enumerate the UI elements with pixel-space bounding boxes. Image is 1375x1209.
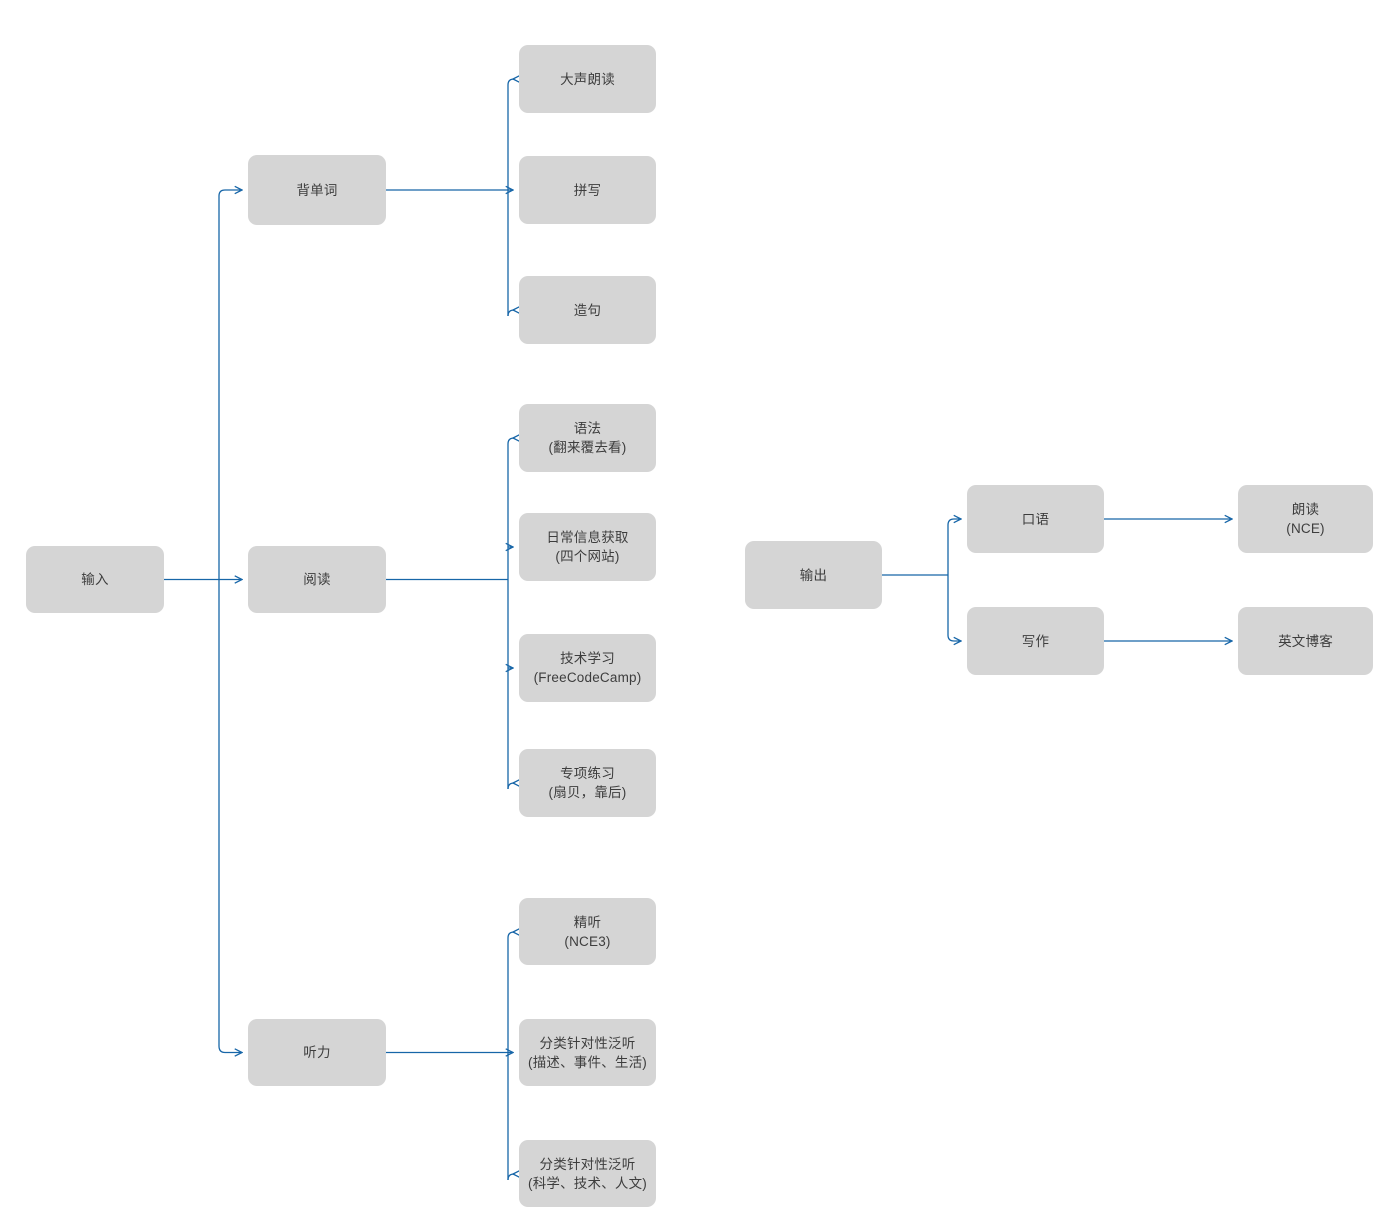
edge-input-vocab <box>218 190 242 197</box>
node-vocab-label: 背单词 <box>296 182 338 198</box>
node-sentence[interactable]: 造句 <box>519 276 656 344</box>
node-speaking[interactable]: 口语 <box>967 485 1104 553</box>
node-extensive-listening-b-label: 分类针对性泛听 (科学、技术、人文) <box>528 1156 647 1191</box>
node-reading[interactable]: 阅读 <box>248 546 386 613</box>
node-eng-blog[interactable]: 英文博客 <box>1238 607 1373 675</box>
node-output-label: 输出 <box>799 567 828 583</box>
node-read-aloud-label: 大声朗读 <box>560 71 615 87</box>
node-input-label: 输入 <box>81 572 109 587</box>
node-daily-info[interactable]: 日常信息获取 (四个网站) <box>519 513 656 581</box>
node-writing-label: 写作 <box>1021 633 1050 649</box>
edge-listening-extensive-b <box>507 1174 514 1181</box>
node-read-aloud[interactable]: 大声朗读 <box>519 45 656 113</box>
edge-vocab-sentence <box>507 310 514 317</box>
node-grammar[interactable]: 语法 (翻来覆去看) <box>519 404 656 472</box>
node-special-practice[interactable]: 专项练习 (扇贝，靠后) <box>519 749 656 817</box>
node-eng-blog-label: 英文博客 <box>1278 633 1333 649</box>
node-spelling[interactable]: 拼写 <box>519 156 656 224</box>
node-input[interactable]: 输入 <box>26 546 164 613</box>
node-vocab[interactable]: 背单词 <box>248 155 386 225</box>
node-intensive-listening[interactable]: 精听 (NCE3) <box>519 898 656 965</box>
node-output[interactable]: 输出 <box>745 541 882 609</box>
node-recite[interactable]: 朗读 (NCE) <box>1238 485 1373 553</box>
edge-input-listening <box>218 1045 242 1053</box>
node-reading-label: 阅读 <box>303 572 331 587</box>
edge-reading-special-practice <box>507 783 514 790</box>
node-writing[interactable]: 写作 <box>967 607 1104 675</box>
edge-reading-grammar <box>507 438 514 445</box>
node-tech-learning-label: 技术学习 (FreeCodeCamp) <box>533 651 642 685</box>
node-extensive-listening-a-label: 分类针对性泛听 (描述、事件、生活) <box>528 1035 647 1070</box>
node-tech-learning[interactable]: 技术学习 (FreeCodeCamp) <box>519 634 656 702</box>
edge-vocab-read-aloud <box>507 79 514 86</box>
edge-output-writing <box>947 634 961 641</box>
node-extensive-listening-a[interactable]: 分类针对性泛听 (描述、事件、生活) <box>519 1019 656 1086</box>
node-spelling-label: 拼写 <box>573 182 602 198</box>
node-extensive-listening-b[interactable]: 分类针对性泛听 (科学、技术、人文) <box>519 1140 656 1207</box>
node-listening-label: 听力 <box>303 1045 331 1060</box>
node-listening[interactable]: 听力 <box>248 1019 386 1086</box>
node-recite-label: 朗读 (NCE) <box>1286 502 1325 536</box>
node-grammar-label: 语法 (翻来覆去看) <box>548 421 627 455</box>
edge-listening-intensive <box>507 932 514 939</box>
node-speaking-label: 口语 <box>1021 511 1050 527</box>
edge-output-speaking <box>947 519 961 526</box>
node-daily-info-label: 日常信息获取 (四个网站) <box>546 530 629 564</box>
node-special-practice-label: 专项练习 (扇贝，靠后) <box>548 766 627 800</box>
node-sentence-label: 造句 <box>573 302 602 318</box>
node-intensive-listening-label: 精听 (NCE3) <box>564 914 611 949</box>
